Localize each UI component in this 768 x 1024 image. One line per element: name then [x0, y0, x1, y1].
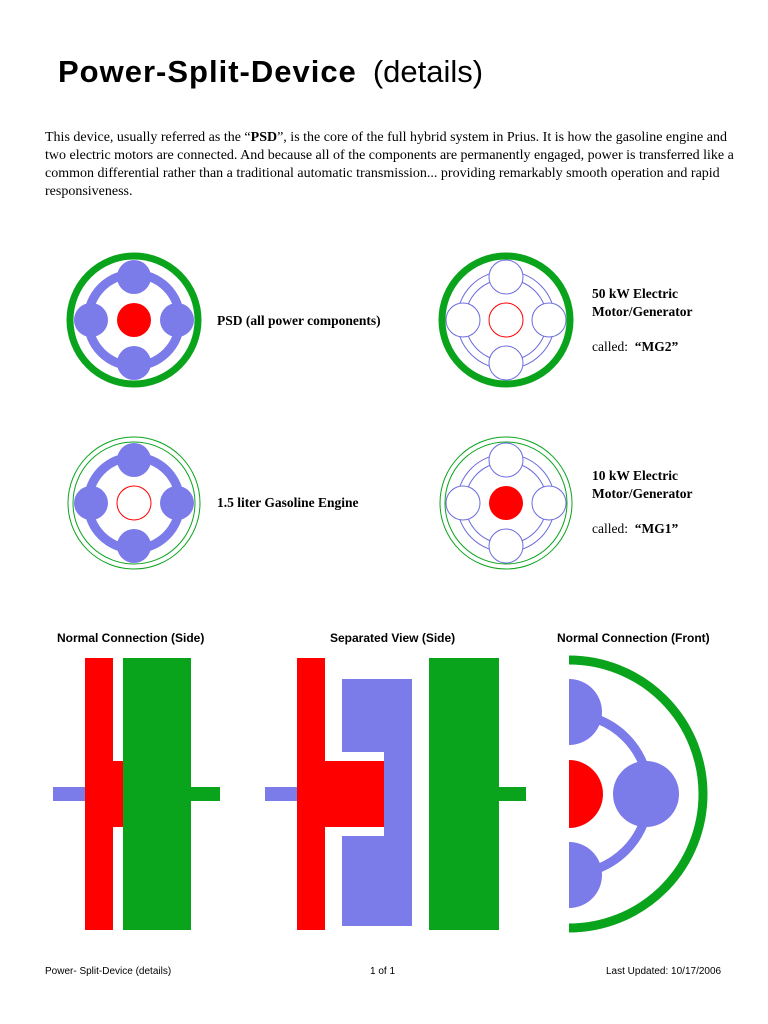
mg1-diagram: [439, 436, 573, 570]
planet-gear-left: [445, 485, 481, 521]
planet-gear-left: [445, 302, 481, 338]
ring-gear-inner: [72, 441, 196, 565]
ring-gear-outer: [439, 436, 573, 570]
planet-gear-left: [74, 303, 108, 337]
intro-bold-psd: PSD: [250, 130, 278, 145]
ring-gear: [569, 655, 708, 933]
sun-gear: [489, 486, 523, 520]
mg1-called-text: called:: [592, 521, 635, 536]
carrier-bottom: [342, 836, 412, 926]
ring-gear: [66, 252, 202, 388]
ring-shaft: [499, 787, 526, 801]
ring-gear: [438, 252, 574, 388]
sun-plate: [297, 658, 325, 930]
intro-text-1: This device, usually referred as the “: [45, 130, 251, 145]
sun-gear: [569, 760, 603, 828]
ring-body: [429, 658, 499, 930]
planet-gear-bottom: [117, 346, 151, 380]
intro-paragraph: This device, usually referred as the “PS…: [45, 129, 735, 201]
ring-body: [123, 658, 191, 930]
sun-gear: [116, 485, 152, 521]
ring-shaft: [190, 787, 220, 801]
mg2-called-text: called:: [592, 339, 635, 354]
gasoline-engine-diagram: [67, 436, 201, 570]
planet-gear-top: [569, 679, 602, 745]
footer-page-number: 1 of 1: [370, 966, 396, 977]
sun-plate: [85, 658, 113, 930]
psd-all-components-diagram: [66, 252, 202, 388]
planet-gear-right: [160, 303, 194, 337]
planet-gear-bottom: [117, 529, 151, 563]
planet-gear-top: [117, 443, 151, 477]
planet-gear-top: [117, 260, 151, 294]
intro-text-2: ”, is the core of the full hybrid system…: [45, 130, 734, 199]
footer-left: Power- Split-Device (details): [45, 966, 172, 977]
mg1-name: “MG1”: [634, 521, 679, 536]
title-sub: (details): [372, 54, 484, 89]
mg1-called: called: “MG1”: [592, 520, 678, 538]
sun-hub: [113, 761, 123, 827]
mg2-line2: Motor/Generator: [592, 304, 693, 319]
sun-hub: [325, 761, 384, 827]
caption-normal-side: Normal Connection (Side): [57, 631, 205, 645]
mg2-name: “MG2”: [634, 339, 679, 354]
planet-gear-top: [488, 259, 524, 295]
ring-gear-inner: [444, 441, 568, 565]
planet-gear-bottom: [488, 528, 524, 564]
title-main: Power-Split-Device: [58, 54, 357, 89]
caption-separated-side: Separated View (Side): [330, 631, 456, 645]
page-title: Power-Split-Device (details): [58, 50, 483, 94]
carrier-pin: [384, 787, 412, 801]
caption-normal-front: Normal Connection (Front): [557, 631, 710, 645]
sun-gear: [117, 303, 151, 337]
planet-gear-right: [531, 485, 567, 521]
mg2-line1: 50 kW Electric: [592, 286, 678, 301]
planet-gear-right: [613, 761, 679, 827]
mg1-line1: 10 kW Electric: [592, 468, 678, 483]
sun-gear: [488, 302, 524, 338]
planet-gear-top: [488, 442, 524, 478]
mg2-diagram: [438, 252, 574, 388]
planet-gear-left: [74, 486, 108, 520]
planet-gear-bottom: [488, 345, 524, 381]
mg2-called: called: “MG2”: [592, 338, 678, 356]
psd-label: PSD (all power components): [217, 313, 381, 328]
mg1-line2: Motor/Generator: [592, 486, 693, 501]
planet-gear-right: [531, 302, 567, 338]
carrier-top: [342, 679, 412, 752]
ring-gear-outer: [67, 436, 201, 570]
carrier-shaft: [53, 787, 85, 801]
carrier-shaft: [265, 787, 297, 801]
engine-label: 1.5 liter Gasoline Engine: [217, 495, 359, 510]
planet-gear-right: [160, 486, 194, 520]
planet-gear-bottom: [569, 842, 602, 908]
footer-last-updated: Last Updated: 10/17/2006: [606, 966, 722, 977]
